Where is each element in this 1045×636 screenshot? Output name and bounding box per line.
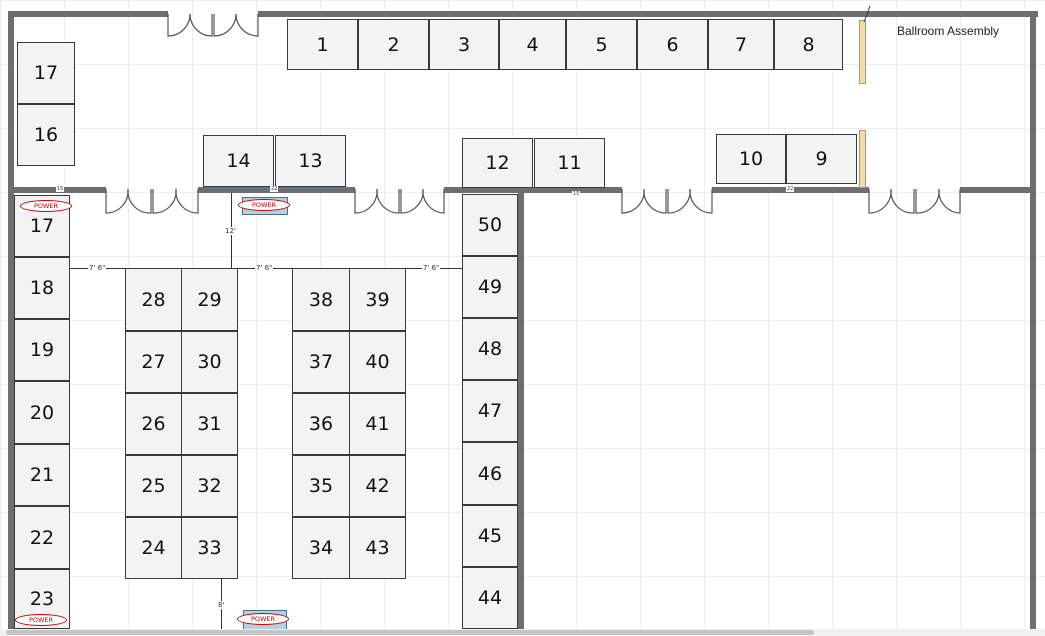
wall-divider xyxy=(518,187,524,636)
booth[interactable]: 10 xyxy=(716,134,786,184)
booth[interactable]: 19 xyxy=(14,319,70,381)
wall-mark: 22 xyxy=(270,186,279,192)
booth[interactable]: 12 xyxy=(462,138,533,188)
easel-marker xyxy=(859,130,866,188)
booth[interactable]: 43 xyxy=(349,517,406,579)
booth[interactable]: 20 xyxy=(14,381,70,444)
power-marker: POWER xyxy=(237,613,289,625)
booth[interactable]: 3 xyxy=(429,19,499,70)
booth[interactable]: 5 xyxy=(566,19,637,70)
booth[interactable]: 21 xyxy=(14,444,70,506)
booth[interactable]: 17 xyxy=(17,42,75,104)
booth[interactable]: 7 xyxy=(708,19,774,70)
booth[interactable]: 26 xyxy=(125,393,182,455)
booth[interactable]: 40 xyxy=(349,331,406,393)
wall-mid-3 xyxy=(444,187,622,193)
door-mid-4 xyxy=(868,188,961,214)
room-title: Ballroom Assembly xyxy=(897,24,1000,38)
door-mid-2 xyxy=(354,188,445,214)
booth[interactable]: 14 xyxy=(203,135,274,187)
booth[interactable]: 28 xyxy=(125,268,182,331)
power-marker: POWER xyxy=(238,199,290,211)
booth[interactable]: 34 xyxy=(292,517,350,579)
booth[interactable]: 4 xyxy=(499,19,566,70)
booth[interactable]: 48 xyxy=(462,318,518,380)
booth[interactable]: 32 xyxy=(181,455,238,517)
booth[interactable]: 37 xyxy=(292,331,350,393)
booth[interactable]: 38 xyxy=(292,268,350,331)
booth[interactable]: 39 xyxy=(349,268,406,331)
door-mid-1 xyxy=(105,188,199,214)
horizontal-scrollbar[interactable] xyxy=(0,629,1045,636)
booth[interactable]: 6 xyxy=(637,19,708,70)
booth[interactable]: 30 xyxy=(181,331,238,393)
booth[interactable]: 13 xyxy=(275,135,346,187)
dimension-label: 7' 6" xyxy=(88,264,107,272)
booth[interactable]: 35 xyxy=(292,455,350,517)
wall-mark: 15 xyxy=(572,191,581,197)
booth[interactable]: 18 xyxy=(14,257,70,319)
booth[interactable]: 29 xyxy=(181,268,238,331)
booth[interactable]: 16 xyxy=(17,104,75,166)
booth[interactable]: 41 xyxy=(349,393,406,455)
booth[interactable]: 44 xyxy=(462,567,518,629)
booth[interactable]: 2 xyxy=(358,19,429,70)
booth[interactable]: 45 xyxy=(462,505,518,567)
booth[interactable]: 36 xyxy=(292,393,350,455)
wall-top-left xyxy=(8,11,168,17)
booth[interactable]: 1 xyxy=(287,19,358,70)
wall-left xyxy=(8,11,14,636)
wall-mark: 15 xyxy=(56,186,65,192)
booth[interactable]: 33 xyxy=(181,517,238,579)
scrollbar-thumb[interactable] xyxy=(6,630,814,635)
booth[interactable]: 47 xyxy=(462,380,518,442)
dimension-label: 8' xyxy=(217,601,226,609)
booth[interactable]: 9 xyxy=(786,134,857,184)
dimension-label: 12' xyxy=(224,227,237,235)
door-mid-3 xyxy=(621,188,713,214)
wall-mid-5 xyxy=(960,187,1036,193)
booth[interactable]: 24 xyxy=(125,517,182,579)
booth[interactable]: 8 xyxy=(774,19,843,70)
wall-mark: 22 xyxy=(786,186,795,192)
booth[interactable]: 42 xyxy=(349,455,406,517)
wall-top-right xyxy=(258,11,1038,17)
booth[interactable]: 31 xyxy=(181,393,238,455)
booth[interactable]: 46 xyxy=(462,442,518,505)
power-marker: POWER xyxy=(20,200,72,212)
easel-marker xyxy=(859,20,866,84)
dimension-label: 7' 6" xyxy=(255,264,274,272)
booth[interactable]: 25 xyxy=(125,455,182,517)
power-marker: POWER xyxy=(15,614,67,626)
booth[interactable]: 11 xyxy=(534,138,605,188)
wall-right xyxy=(1030,11,1036,636)
booth[interactable]: 27 xyxy=(125,331,182,393)
door-top xyxy=(167,13,259,37)
booth[interactable]: 49 xyxy=(462,256,518,318)
booth[interactable]: 50 xyxy=(462,194,518,256)
dimension-label: 7' 6" xyxy=(422,264,441,272)
divider-line xyxy=(863,5,871,23)
booth[interactable]: 22 xyxy=(14,506,70,569)
